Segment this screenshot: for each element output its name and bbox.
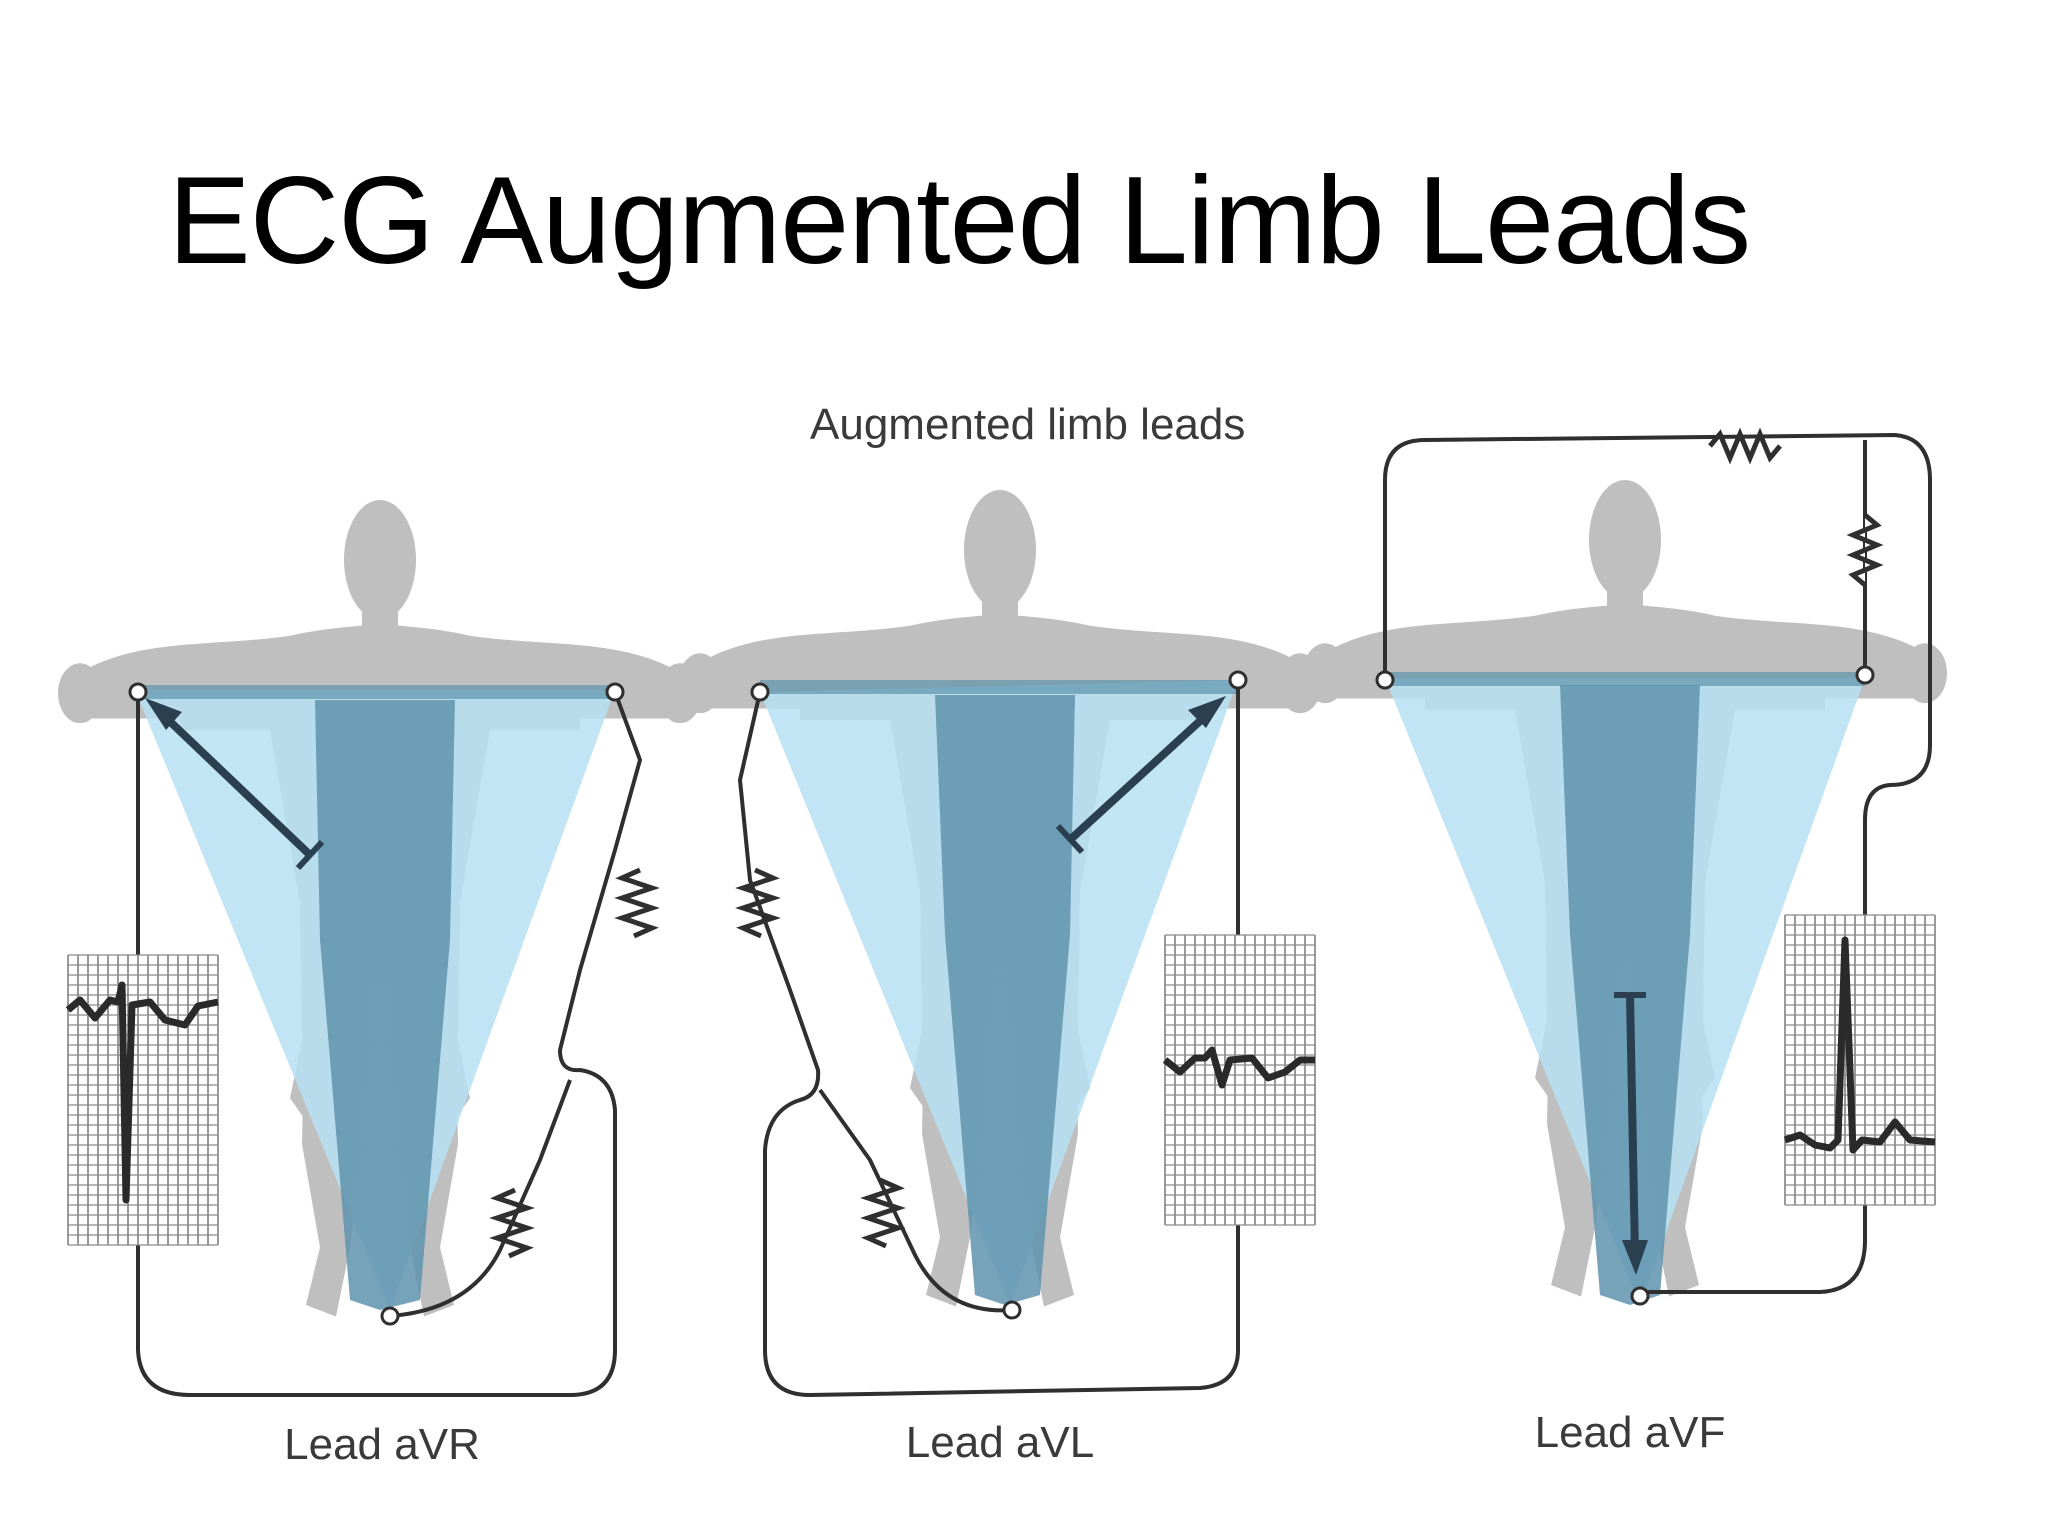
resistor-avf-1 bbox=[1708, 427, 1782, 465]
axis-arrow-avl bbox=[1069, 707, 1215, 841]
torso-overlap-avr bbox=[315, 700, 455, 1310]
resistor-avf-2 bbox=[1846, 513, 1884, 587]
resistor-avl-1 bbox=[735, 867, 781, 939]
ecg-grid-avr bbox=[65, 954, 219, 1246]
resistor-avr-2 bbox=[489, 1187, 535, 1259]
resistor-avr-1 bbox=[614, 867, 660, 939]
wire-avr bbox=[136, 691, 643, 1397]
axis-arrowhead-avf bbox=[1622, 1240, 1648, 1275]
electrode-avf-ra bbox=[1375, 670, 1395, 690]
electrode-avf-ll bbox=[1630, 1286, 1650, 1306]
label-lead-avl: Lead aVL bbox=[905, 1418, 1095, 1467]
electrode-avf-la bbox=[1855, 665, 1875, 685]
label-lead-avr: Lead aVR bbox=[284, 1420, 480, 1469]
axis-arrow-avr bbox=[157, 709, 313, 858]
slide-title: ECG Augmented Limb Leads bbox=[168, 152, 1751, 290]
figure-title: Augmented limb leads bbox=[810, 400, 1246, 449]
axis-arrowhead-avl bbox=[1188, 696, 1226, 728]
ecg-tracing-avr bbox=[65, 981, 219, 1204]
torso-overlap-avl bbox=[935, 695, 1075, 1305]
electrode-avl-ra bbox=[750, 682, 770, 702]
ecg-grid-avf bbox=[1783, 914, 1936, 1206]
wire-avr-leg bbox=[389, 1079, 572, 1318]
arm-band-avf bbox=[1385, 672, 1865, 686]
axis-arrow-avf bbox=[1626, 994, 1639, 1256]
arm-band-avl bbox=[760, 680, 1238, 694]
panel-avf bbox=[1303, 427, 1947, 1306]
axis-tail-avl bbox=[1055, 823, 1085, 855]
ecg-grid-avl bbox=[1162, 934, 1316, 1226]
axis-arrowhead-avr bbox=[145, 698, 182, 730]
label-lead-avf: Lead aVF bbox=[1534, 1408, 1726, 1457]
resistor-avl-2 bbox=[860, 1177, 906, 1249]
electrode-avl-ll bbox=[1002, 1300, 1022, 1320]
electrode-avl-la bbox=[1228, 670, 1248, 690]
electrode-avr-ra bbox=[128, 682, 148, 702]
panel-avl bbox=[678, 490, 1322, 1398]
ecg-tracing-avl bbox=[1162, 1046, 1315, 1089]
electrode-avr-ll bbox=[380, 1306, 400, 1326]
wire-avl-leg bbox=[818, 1088, 1013, 1313]
wire-avf-top bbox=[1383, 432, 1932, 1294]
axis-tail-avr bbox=[295, 839, 325, 871]
wire-avl bbox=[737, 685, 1240, 1398]
electrode-avr-la bbox=[605, 682, 625, 702]
ecg-tracing-avf bbox=[1783, 936, 1936, 1154]
panel-avr bbox=[58, 500, 702, 1397]
arm-band-avr bbox=[135, 685, 615, 699]
